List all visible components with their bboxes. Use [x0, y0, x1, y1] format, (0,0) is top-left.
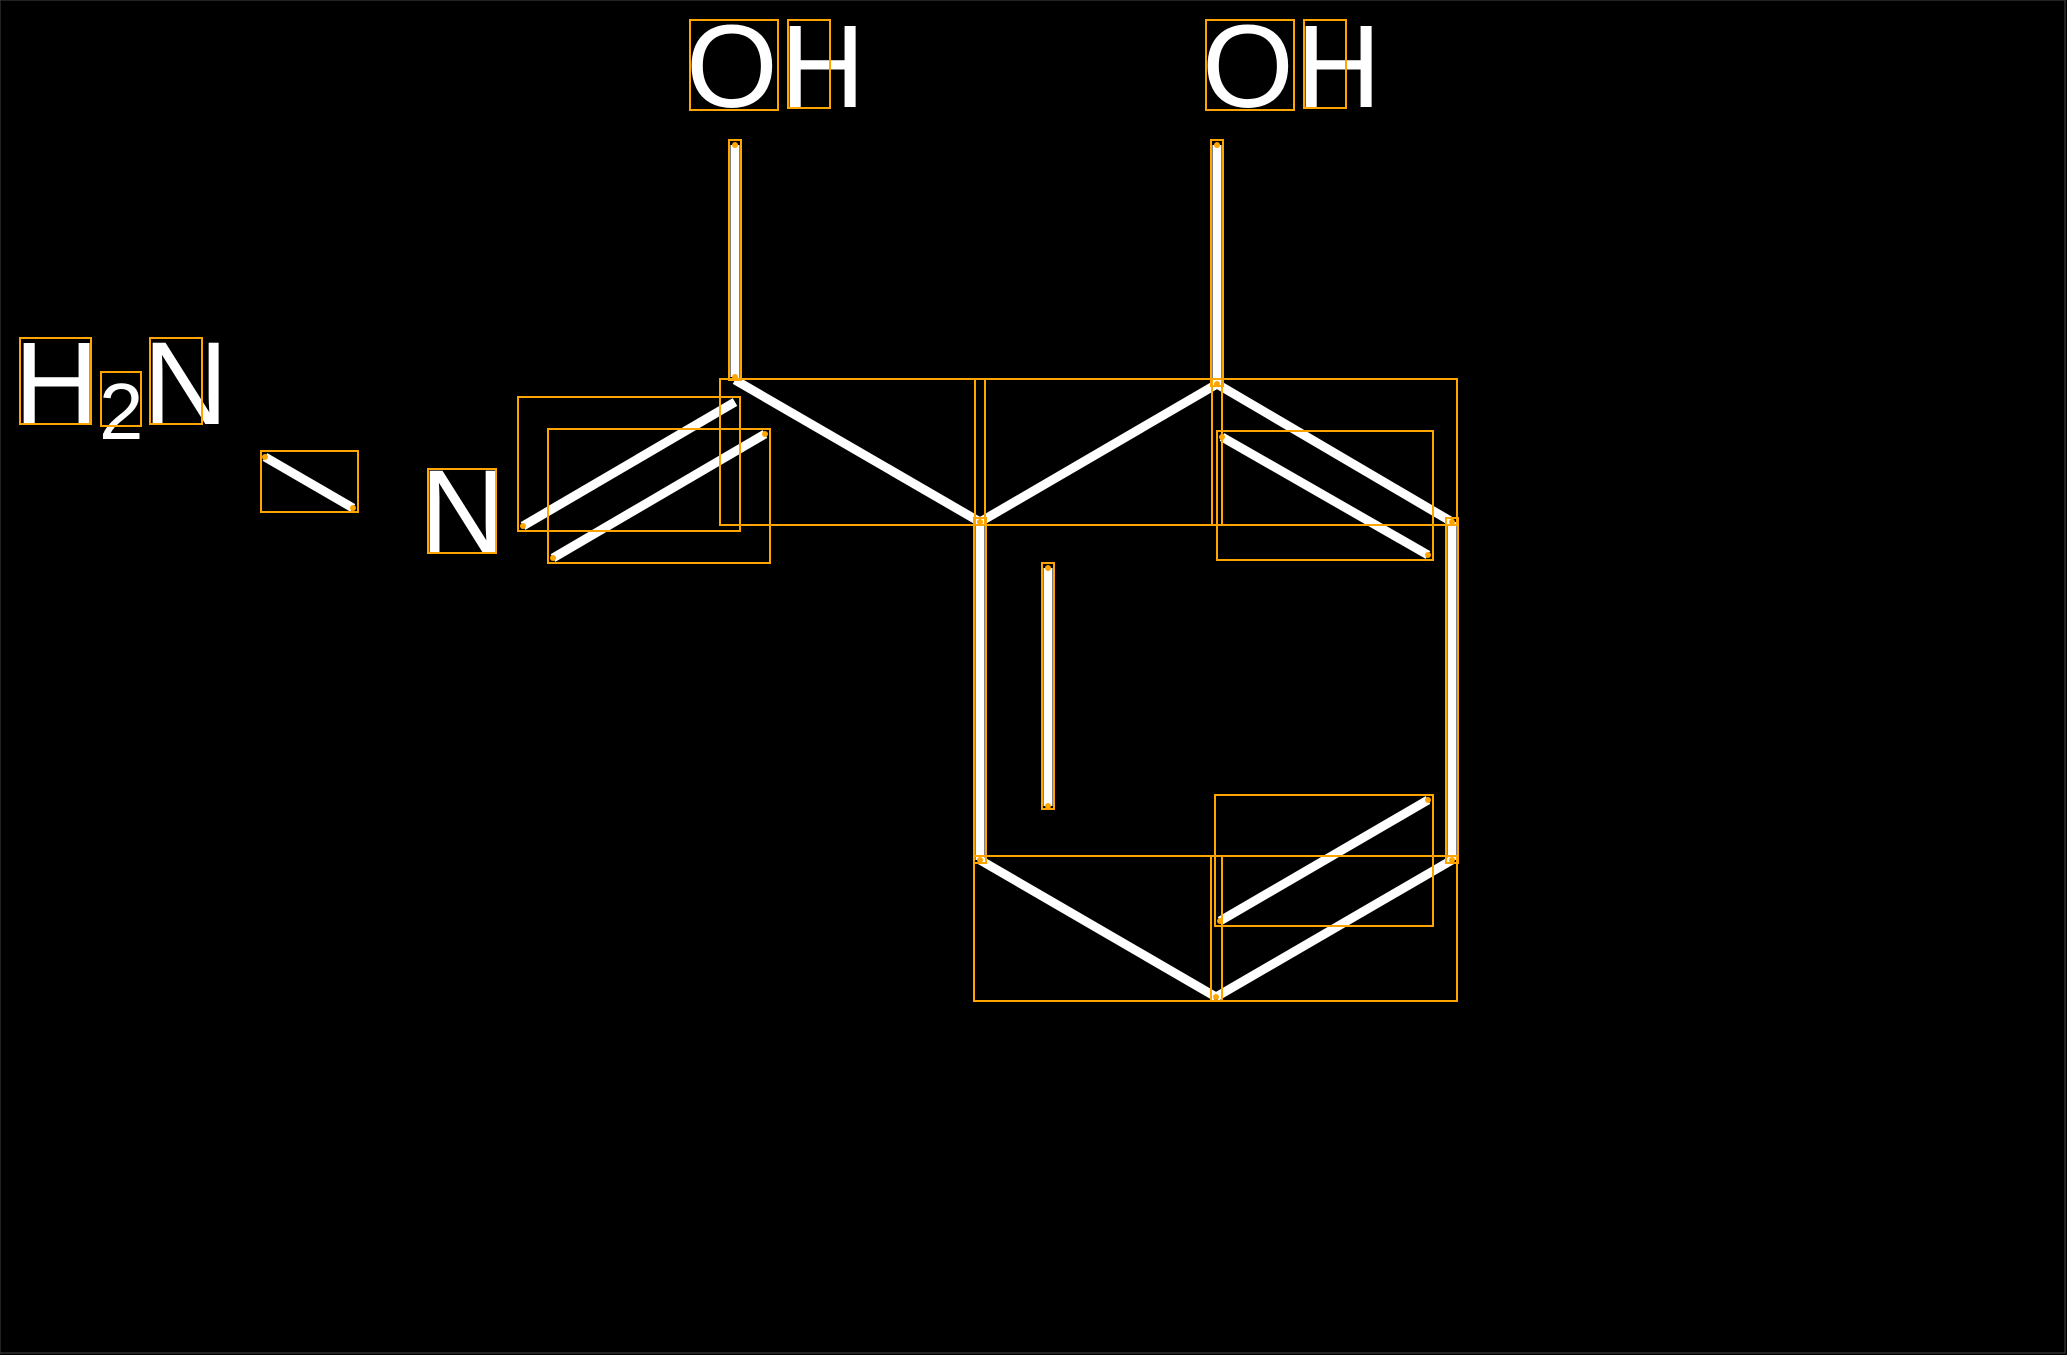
- label-oh-right-h: H: [1296, 1, 1381, 133]
- bond-c1-c2: [732, 376, 983, 526]
- bond-c6-c7: [977, 856, 1219, 1001]
- label-nitrogen: N: [420, 446, 505, 578]
- bond-c3-c4: [1214, 380, 1455, 526]
- bond-amine-dash: [262, 453, 356, 512]
- label-oh-left-h: H: [780, 1, 865, 133]
- bond-double-a1: [520, 398, 738, 530]
- bonds: [262, 145, 1457, 1001]
- label-amine-n: N: [143, 318, 228, 450]
- annotation-boxes: [19, 19, 1459, 1002]
- bond-inner-c3-c4: [1219, 433, 1431, 559]
- bond-inner-c5-c6: [1217, 796, 1431, 925]
- label-amine-subscript: 2: [99, 367, 144, 456]
- bond-double-a2: [550, 430, 768, 562]
- label-amine-h: H: [14, 318, 99, 450]
- bond-c5-c6: [1213, 856, 1455, 1001]
- bond-c2-c3: [977, 380, 1220, 526]
